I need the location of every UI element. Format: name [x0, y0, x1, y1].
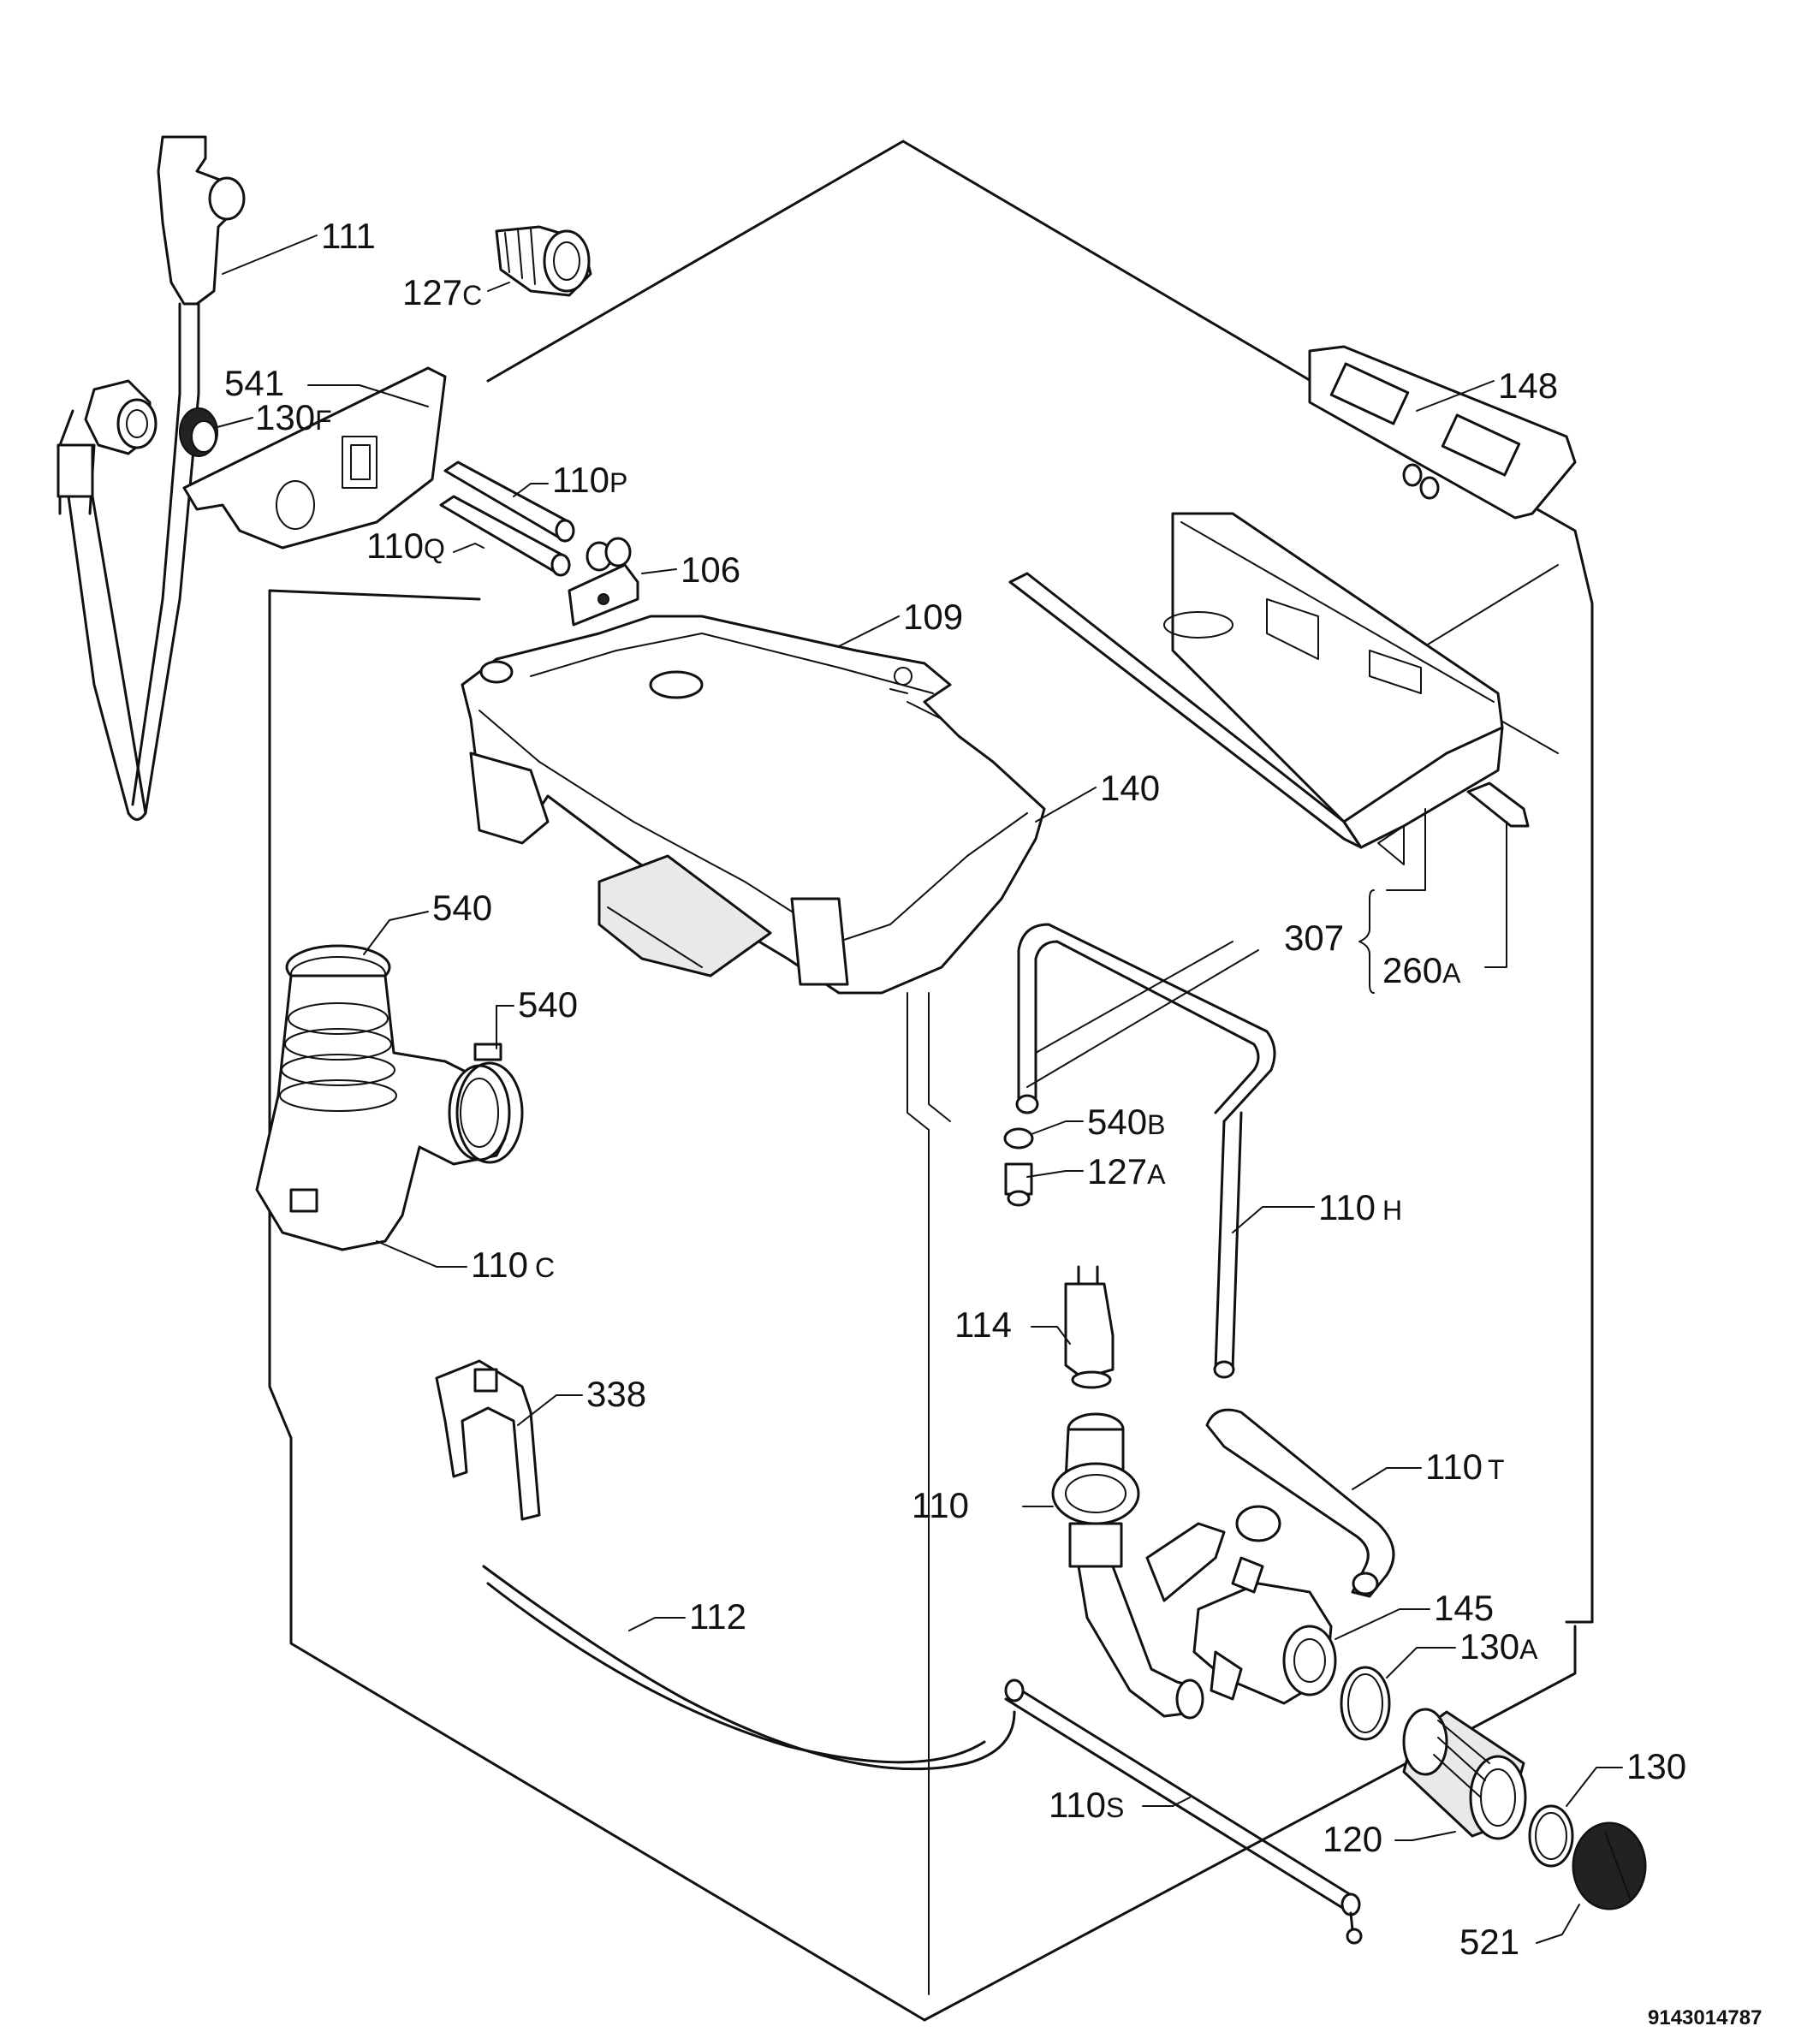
label-127a: 127A: [1087, 1151, 1166, 1191]
label-110: 110: [912, 1485, 969, 1525]
label-145: 145: [1434, 1588, 1494, 1628]
label-140: 140: [1100, 768, 1160, 808]
part-260a: [1466, 781, 1530, 828]
label-540b: 540B: [1087, 1102, 1165, 1142]
label-307: 307: [1284, 918, 1344, 958]
part-540b: [1003, 1127, 1034, 1150]
label-338: 338: [586, 1374, 646, 1414]
clamp-540-mid: [455, 1043, 524, 1164]
part-127a: [1004, 1162, 1033, 1207]
part-541-bracket: [182, 366, 447, 550]
label-106: 106: [681, 550, 740, 590]
label-110s: 110S: [1049, 1785, 1124, 1825]
label-540-top: 540: [432, 888, 492, 928]
hose-112: [486, 1582, 986, 1764]
pump-body-110: [1051, 1412, 1281, 1720]
label-541: 541: [224, 363, 284, 403]
part-148: [1308, 345, 1577, 520]
hose-110t: [1205, 1408, 1395, 1598]
label-112: 112: [689, 1596, 746, 1637]
part-338: [435, 1359, 541, 1521]
label-260a: 260A: [1382, 950, 1461, 990]
bellows-110c: [255, 974, 511, 1251]
label-109: 109: [903, 597, 963, 637]
part-114: [1064, 1265, 1115, 1389]
callout-labels: 111 127C 541 130F 110P 110Q 106 109 148 …: [224, 216, 1762, 2029]
part-127c: [495, 225, 592, 297]
hose-110h: [1213, 1111, 1243, 1379]
part-307-drawer: [1008, 512, 1504, 865]
cap-521: [1572, 1821, 1647, 1910]
label-130a: 130A: [1459, 1626, 1538, 1667]
rod-110s: [1004, 1679, 1363, 1945]
label-540-mid: 540: [518, 984, 578, 1025]
inlet-hose-111: [56, 135, 246, 821]
part-130f: [179, 407, 218, 457]
part-109-dispenser-housing: [461, 615, 1046, 995]
filter-120: [1402, 1708, 1527, 1840]
hose-140: [1015, 923, 1276, 1123]
part-106-valve: [568, 537, 639, 627]
tubes-110p-110q: [439, 460, 575, 577]
ring-130a: [1340, 1666, 1391, 1741]
leader-lines: [213, 235, 1623, 1944]
label-130: 130: [1626, 1746, 1686, 1786]
label-127c: 127C: [402, 272, 482, 312]
drawing-code: 9143014787: [1648, 2006, 1762, 2029]
label-114: 114: [954, 1304, 1012, 1345]
ring-130: [1528, 1804, 1574, 1868]
label-521: 521: [1459, 1922, 1519, 1962]
label-130f: 130F: [255, 397, 332, 437]
label-148: 148: [1498, 365, 1558, 406]
label-110p: 110P: [552, 460, 627, 500]
label-110q: 110Q: [366, 526, 445, 566]
label-111: 111: [321, 216, 376, 256]
label-120: 120: [1323, 1819, 1382, 1859]
part-145: [1192, 1556, 1337, 1705]
